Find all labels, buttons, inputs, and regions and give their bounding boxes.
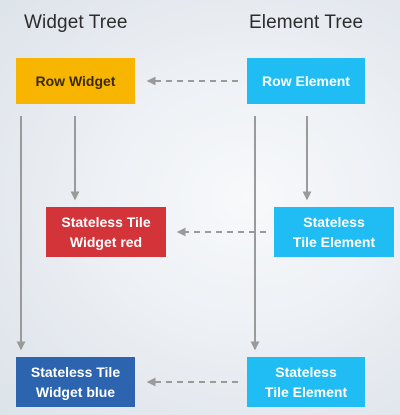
- element-tree-title: Element Tree: [249, 12, 364, 33]
- stateless-tile-mid-label-line2: Tile Element: [292, 234, 376, 250]
- stateless-tile-element-bottom-node: Stateless Tile Element: [247, 357, 365, 407]
- row-element-label: Row Element: [262, 73, 350, 89]
- stateless-tile-widget-red-node: Stateless Tile Widget red: [46, 207, 166, 257]
- stateless-tile-widget-blue-node: Stateless Tile Widget blue: [16, 357, 135, 407]
- widget-tree-title: Widget Tree: [24, 12, 128, 33]
- stateless-tile-bottom-label-line2: Tile Element: [264, 384, 348, 400]
- stateless-red-label-line2: Widget red: [69, 234, 143, 250]
- stateless-red-label-line1: Stateless Tile: [61, 214, 151, 230]
- row-widget-label: Row Widget: [35, 73, 116, 89]
- stateless-blue-label-line1: Stateless Tile: [30, 364, 121, 380]
- stateless-tile-bottom-label-line1: Stateless: [275, 364, 337, 380]
- stateless-blue-label-line2: Widget blue: [35, 384, 116, 400]
- stateless-tile-element-mid-node: Stateless Tile Element: [274, 207, 394, 257]
- row-widget-node: Row Widget: [16, 58, 135, 104]
- row-element-node: Row Element: [247, 58, 365, 104]
- stateless-tile-mid-label-line1: Stateless: [303, 214, 365, 230]
